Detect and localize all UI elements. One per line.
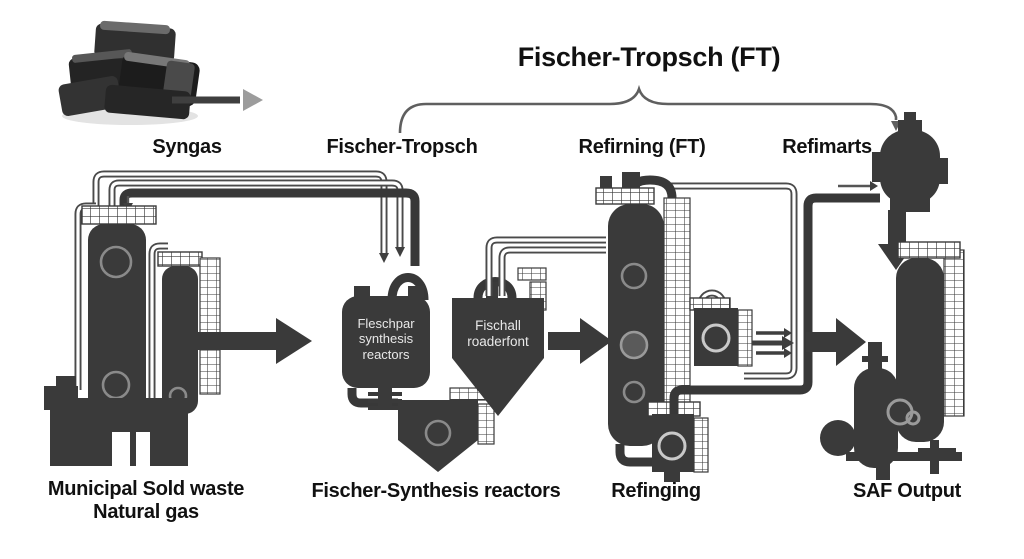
scrubber-tray-lattice: [199, 257, 221, 395]
feedstock-label: Municipal Sold waste Natural gas: [47, 478, 245, 524]
saf-tray-lattice: [943, 249, 965, 417]
hopper-vessel: [398, 387, 495, 472]
exchanger-mid-porthole: [701, 323, 731, 353]
gasifier-column: [88, 224, 146, 420]
funnel-to-refining-pipes: [485, 236, 606, 296]
diagram-title: Fischer-Tropsch (FT): [517, 42, 781, 72]
refining-bottom-elbow: [615, 444, 654, 467]
syngas-top-pipes: [92, 170, 420, 266]
feedstock-arrow: [172, 89, 263, 111]
separator-funnel: [452, 267, 547, 416]
ft-reactor-label: Fleschpar synthesis reactors: [342, 316, 430, 362]
saf-unit: [820, 241, 965, 480]
reactor-outlet-elbow: [347, 388, 398, 408]
refining-top-grid: [595, 187, 655, 205]
saf-support-bar: [846, 452, 962, 461]
scrubber-top-grid: [157, 251, 203, 267]
refining-porthole-mid: [619, 330, 649, 360]
refimarts-drum: [838, 112, 948, 212]
hopper-porthole: [424, 419, 452, 447]
gasifier-porthole-top: [99, 245, 133, 279]
ft-reactor-label-line1: Fleschpar: [357, 316, 415, 331]
return-pipe: [669, 193, 880, 414]
flow-arrow-ft: [548, 318, 612, 364]
gasifier-unit: [44, 202, 221, 466]
refining-bottom-label: Refinging: [611, 480, 701, 502]
ft-reactor-unit: [342, 273, 430, 410]
separator-label: Fischall roaderfont: [452, 318, 544, 350]
feedstock-label-line2: Natural gas: [93, 501, 199, 523]
ft-reactor-vessel: [342, 296, 430, 388]
stage-label-syngas: Syngas: [152, 136, 222, 158]
scrubber-column: [162, 266, 198, 414]
saf-top-grid: [897, 241, 961, 259]
feedstock-label-line1: Municipal Sold waste: [47, 478, 245, 500]
flow-arrow-saf: [806, 318, 866, 366]
heat-exchanger-mid: [689, 289, 753, 367]
stage-label-refining-ft: Refirning (FT): [578, 136, 706, 158]
refining-unit: [595, 172, 798, 467]
saf-pump-sphere: [820, 420, 856, 456]
triple-output-arrows: [752, 328, 794, 358]
stage-label-refimarts: Refimarts: [782, 136, 872, 158]
saf-pump-body: [854, 368, 898, 468]
separator-label-line2: roaderfont: [467, 333, 529, 349]
ft-reactor-label-line2: synthesis: [358, 331, 414, 347]
refining-porthole-top: [620, 262, 648, 290]
heat-exchanger-bottom: [647, 401, 709, 482]
saf-column: [896, 258, 944, 442]
ft-section-brace: [398, 84, 901, 134]
flow-arrow-syngas: [198, 318, 312, 364]
ft-reactors-bottom-label: Fischer-Synthesis reactors: [311, 480, 561, 502]
separator-label-line1: Fischall: [475, 318, 521, 333]
funnel-top-loop: [473, 277, 517, 299]
refining-porthole-bottom: [622, 380, 646, 404]
refining-column: [608, 204, 664, 446]
charcoal-pile-image: [58, 20, 200, 125]
exchanger-bottom-porthole: [657, 431, 687, 461]
saf-output-label: SAF Output: [852, 480, 962, 502]
ft-reactor-label-line3: reactors: [362, 346, 410, 362]
gasifier-top-grid: [81, 205, 157, 225]
stage-label-fischer-tropsch: Fischer-Tropsch: [326, 136, 478, 158]
